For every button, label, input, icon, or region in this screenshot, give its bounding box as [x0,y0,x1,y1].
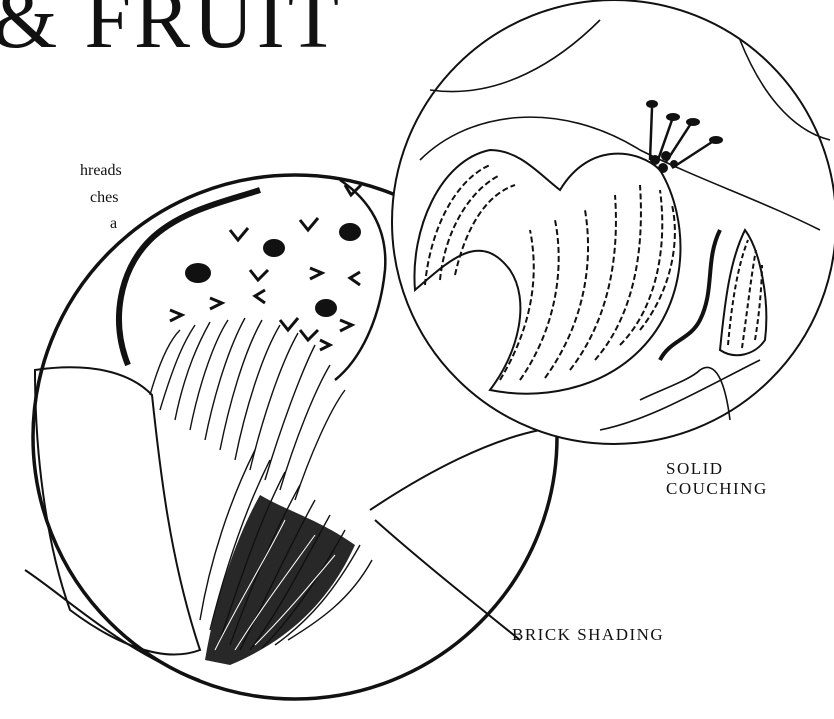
solid-couching-circle [392,0,834,444]
solid-couching-line2: COUCHING [666,479,768,499]
solid-couching-line1: SOLID [666,459,768,479]
brick-shading-caption: BRICK SHADING [512,625,664,645]
solid-couching-caption: SOLID COUCHING [666,459,768,499]
